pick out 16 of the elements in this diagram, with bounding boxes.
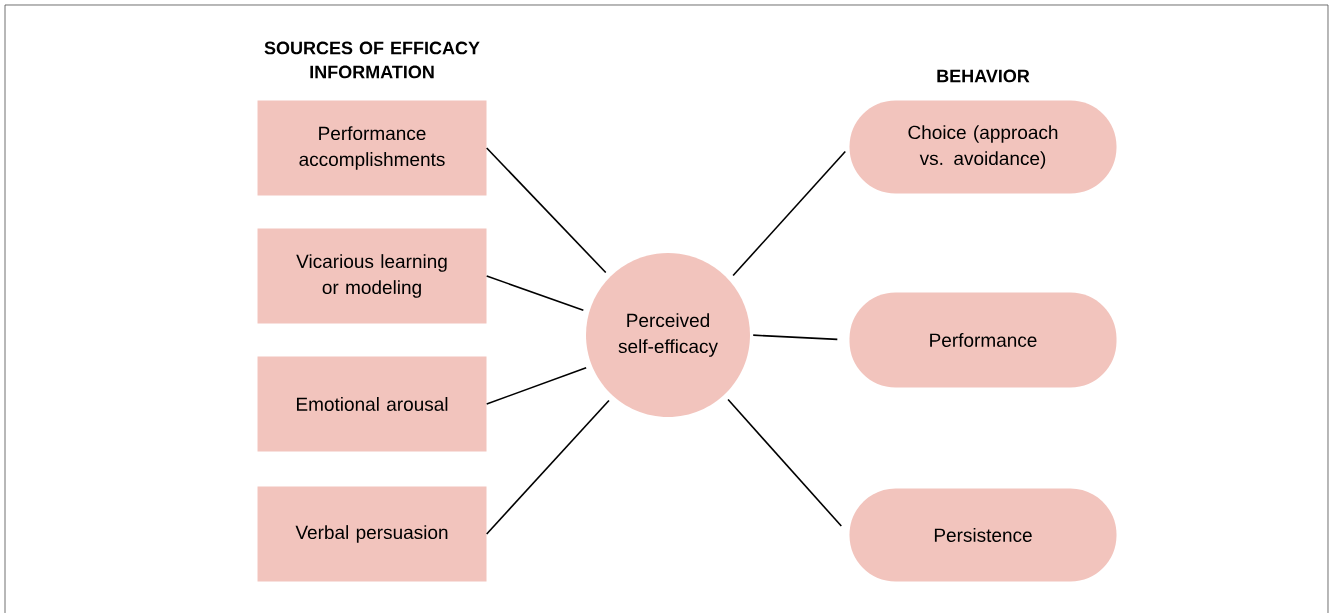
connector-line [485, 367, 587, 405]
behavior-box: Persistence [849, 488, 1117, 582]
behavior-box: Performance [849, 292, 1117, 388]
heading: BEHAVIOR [937, 69, 1030, 83]
connector-line [485, 147, 607, 274]
connector-line [485, 275, 585, 312]
behavior-box: Choice (approach vs. avoidance) [849, 100, 1117, 194]
connector-line [485, 399, 610, 535]
connector-line [752, 334, 839, 341]
source-box: Performance accomplishments [257, 100, 487, 196]
heading: SOURCES OF EFFICACY INFORMATION [264, 41, 480, 79]
connector-line [727, 398, 843, 527]
source-box: Verbal persuasion [257, 486, 487, 582]
source-box: Vicarious learning or modeling [257, 228, 487, 324]
source-box: Emotional arousal [257, 356, 487, 452]
connector-line [732, 150, 847, 277]
